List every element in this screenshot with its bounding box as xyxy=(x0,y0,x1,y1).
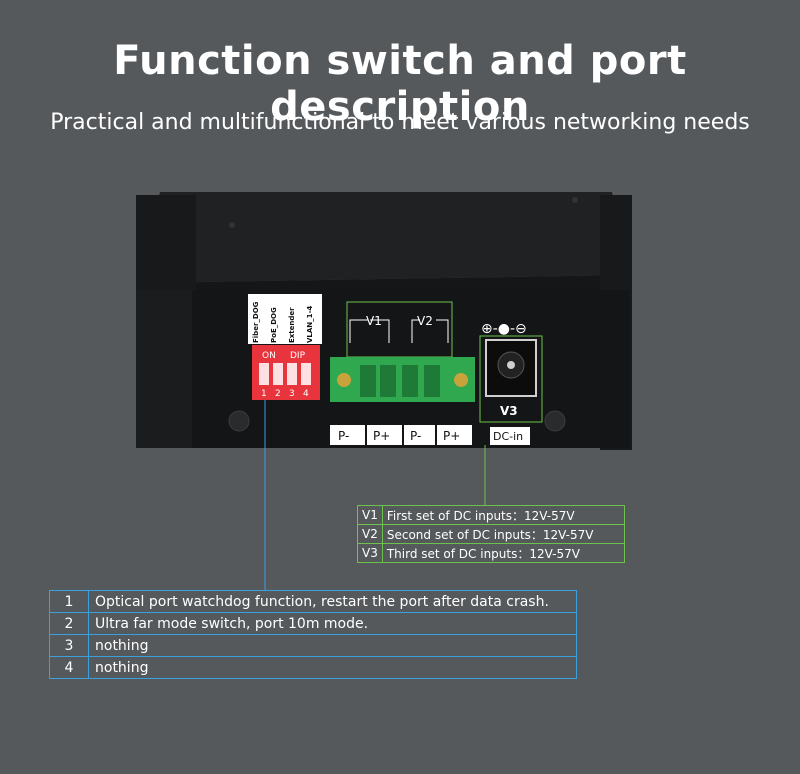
dc-in-label-box xyxy=(490,427,530,445)
dc-row-key: V1 xyxy=(357,505,383,525)
dc-row-key: V3 xyxy=(357,543,383,563)
page-subtitle: Practical and multifunctional to meet va… xyxy=(50,110,750,135)
dip-toggle-1[interactable] xyxy=(259,363,269,385)
function-row-desc: nothing xyxy=(88,634,577,657)
dip-label-3: Extender xyxy=(288,307,296,343)
dip-label-2: PoE_DOG xyxy=(270,307,278,343)
device-top-panel xyxy=(140,192,628,283)
function-row-desc: Ultra far mode switch, port 10m mode. xyxy=(88,612,577,635)
page-title: Function switch and port description xyxy=(113,38,687,130)
dc-row-key: V2 xyxy=(357,524,383,544)
dip-label-plate xyxy=(248,294,322,344)
pin-label-2: P+ xyxy=(373,429,390,443)
dip-toggle-2[interactable] xyxy=(273,363,283,385)
dip-number-2: 2 xyxy=(275,389,281,399)
dip-label-1: Fiber_DOG xyxy=(252,301,260,343)
dc-in-label: DC-in xyxy=(493,430,523,443)
terminal-v1-label: V1 xyxy=(366,314,382,328)
dip-on-label: ON xyxy=(262,351,276,361)
dc-input-table: V1 First set of DC inputs：12V-57V V2 Sec… xyxy=(357,505,626,563)
dc-row-desc: First set of DC inputs：12V-57V xyxy=(381,505,626,525)
function-row-desc: Optical port watchdog function, restart … xyxy=(88,590,577,613)
pin-label-3: P- xyxy=(410,429,421,443)
function-row-number: 1 xyxy=(49,590,89,613)
pin-label-box-2 xyxy=(367,425,402,445)
table-row: V2 Second set of DC inputs：12V-57V xyxy=(357,524,626,544)
dip-number-4: 4 xyxy=(303,389,309,399)
function-row-number: 3 xyxy=(49,634,89,657)
table-row: V1 First set of DC inputs：12V-57V xyxy=(357,505,626,525)
function-table: 1 Optical port watchdog function, restar… xyxy=(49,590,577,679)
terminal-screw-left xyxy=(337,373,351,387)
dc-row-desc: Second set of DC inputs：12V-57V xyxy=(381,524,626,544)
screw-left xyxy=(228,410,250,432)
terminal-screw-right xyxy=(454,373,468,387)
table-row: 4 nothing xyxy=(49,656,577,679)
function-row-desc: nothing xyxy=(88,656,577,679)
function-row-number: 4 xyxy=(49,656,89,679)
dc-v3-label: V3 xyxy=(500,404,518,418)
pin-label-box-1 xyxy=(330,425,365,445)
dip-label-4: VLAN_1-4 xyxy=(306,306,314,343)
dip-number-3: 3 xyxy=(289,389,295,399)
table-row: V3 Third set of DC inputs：12V-57V xyxy=(357,543,626,563)
pin-label-box-3 xyxy=(404,425,435,445)
function-row-number: 2 xyxy=(49,612,89,635)
terminal-v2-label: V2 xyxy=(417,314,433,328)
pin-label-4: P+ xyxy=(443,429,460,443)
dip-toggle-3[interactable] xyxy=(287,363,297,385)
dip-brand-label: DIP xyxy=(290,351,306,361)
screw-right xyxy=(544,410,566,432)
dip-number-1: 1 xyxy=(261,389,267,399)
dc-polarity-symbol: ⊕-●-⊖ xyxy=(481,321,527,337)
dip-toggle-4[interactable] xyxy=(301,363,311,385)
pin-label-1: P- xyxy=(338,429,349,443)
table-row: 3 nothing xyxy=(49,634,577,657)
dc-jack-highlight-box xyxy=(479,335,543,423)
table-row: 1 Optical port watchdog function, restar… xyxy=(49,590,577,613)
pin-label-box-4 xyxy=(437,425,472,445)
table-row: 2 Ultra far mode switch, port 10m mode. xyxy=(49,612,577,635)
dc-row-desc: Third set of DC inputs：12V-57V xyxy=(381,543,626,563)
